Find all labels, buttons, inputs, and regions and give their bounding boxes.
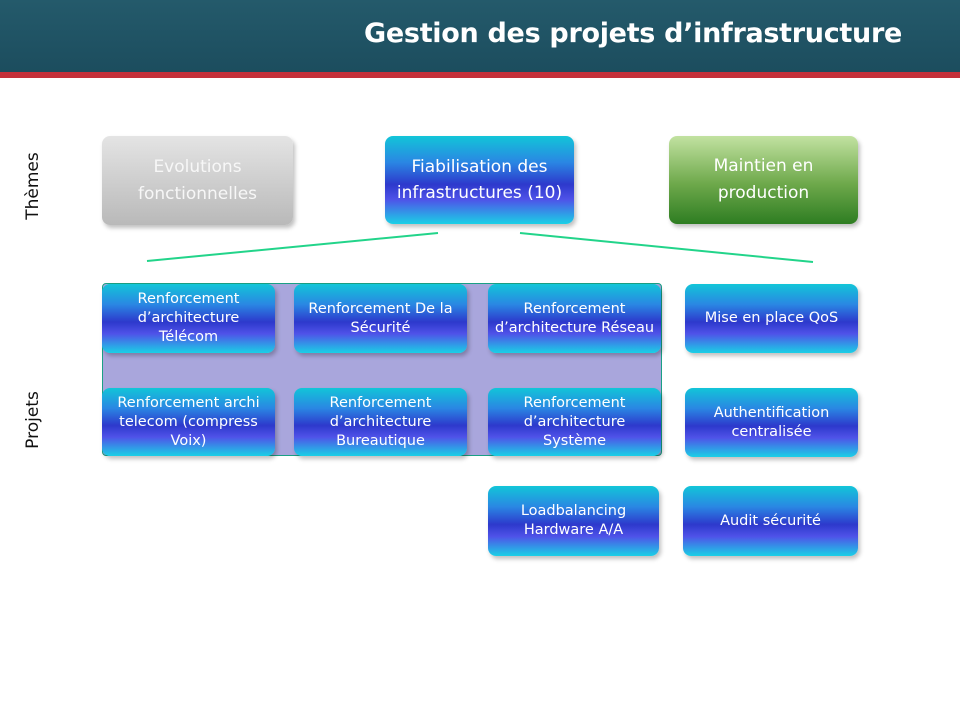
connector-line-left <box>146 232 439 262</box>
project-label: Loadbalancing Hardware A/A <box>520 503 627 538</box>
project-label: Mise en place QoS <box>704 310 839 326</box>
project-mise-en-place-qos: Mise en place QoS <box>685 284 858 353</box>
theme-label: Evolutions fonctionnelles <box>137 156 258 204</box>
theme-label: Maintien en production <box>713 156 814 203</box>
project-label: Audit sécurité <box>720 512 821 529</box>
project-authentification-centralisee: Authentification centralisée <box>685 388 858 457</box>
project-label: Renforcement archi telecom (compress Voi… <box>117 394 260 449</box>
theme-fiabilisation-infrastructures: Fiabilisation des infrastructures (10) <box>385 136 574 224</box>
project-renforcement-telecom: Renforcement d’architecture Télécom <box>102 284 275 353</box>
project-audit-securite: Audit sécurité <box>683 486 858 556</box>
header-bar <box>0 0 960 72</box>
project-label: Renforcement d’architecture Système <box>523 394 626 449</box>
theme-maintien-production: Maintien en production <box>669 136 858 224</box>
project-renforcement-securite: Renforcement De la Sécurité <box>294 284 467 353</box>
theme-evolutions-fonctionnelles: Evolutions fonctionnelles <box>102 136 293 225</box>
project-label: Renforcement d’architecture Télécom <box>137 291 240 345</box>
project-renforcement-systeme: Renforcement d’architecture Système <box>488 388 661 456</box>
project-label: Renforcement d’architecture Réseau <box>494 300 655 336</box>
project-loadbalancing-hardware: Loadbalancing Hardware A/A <box>488 486 659 556</box>
project-renforcement-reseau: Renforcement d’architecture Réseau <box>488 284 661 353</box>
project-label: Renforcement De la Sécurité <box>308 300 453 336</box>
header-accent-stripe <box>0 72 960 78</box>
project-label: Authentification centralisée <box>713 404 830 440</box>
project-archi-telecom-compress-voix: Renforcement archi telecom (compress Voi… <box>102 388 275 456</box>
project-renforcement-bureautique: Renforcement d’architecture Bureautique <box>294 388 467 456</box>
connector-line-right <box>519 232 814 263</box>
project-label: Renforcement d’architecture Bureautique <box>329 394 432 449</box>
page-title: Gestion des projets d’infrastructure <box>364 18 902 49</box>
theme-label: Fiabilisation des infrastructures (10) <box>396 157 563 203</box>
